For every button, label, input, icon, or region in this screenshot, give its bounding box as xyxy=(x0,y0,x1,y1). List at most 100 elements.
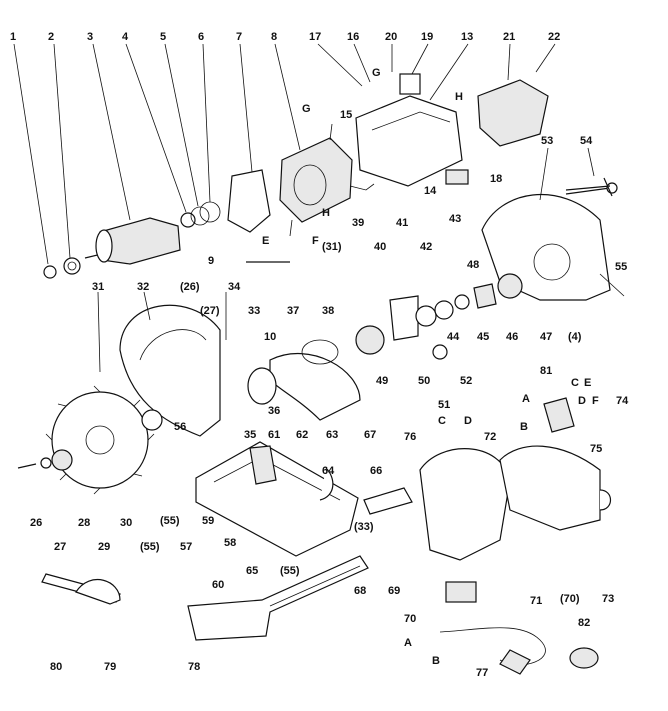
label-26b: (26) xyxy=(180,281,200,293)
handle-cover xyxy=(499,445,612,531)
label-49: 49 xyxy=(376,375,388,387)
saw-blade xyxy=(45,385,155,495)
label-29: 29 xyxy=(98,541,110,553)
label-H2: H xyxy=(322,207,330,219)
armature-assembly xyxy=(43,169,271,279)
label-18: 18 xyxy=(490,173,502,185)
label-26: 26 xyxy=(30,517,42,529)
label-E2: E xyxy=(584,377,591,389)
label-61: 61 xyxy=(268,429,280,441)
label-52: 52 xyxy=(460,375,472,387)
label-67: 67 xyxy=(364,429,376,441)
label-B1: B xyxy=(520,421,528,433)
lower-blade-guard xyxy=(119,304,221,437)
parallel-guide xyxy=(187,555,369,641)
label-79: 79 xyxy=(104,661,116,673)
label-55b: (55) xyxy=(160,515,180,527)
label-58: 58 xyxy=(224,537,236,549)
label-2: 2 xyxy=(48,31,54,43)
label-77: 77 xyxy=(476,667,488,679)
label-68: 68 xyxy=(354,585,366,597)
field-coil xyxy=(279,123,375,237)
label-46: 46 xyxy=(506,331,518,343)
label-F1: F xyxy=(312,235,319,247)
label-82: 82 xyxy=(578,617,590,629)
label-76: 76 xyxy=(404,431,416,443)
rear-cover xyxy=(477,79,549,147)
label-4: 4 xyxy=(122,31,129,43)
label-27: 27 xyxy=(54,541,66,553)
label-51: 51 xyxy=(438,399,450,411)
label-21: 21 xyxy=(503,31,515,43)
label-37: 37 xyxy=(287,305,299,317)
label-22: 22 xyxy=(548,31,560,43)
label-66: 66 xyxy=(370,465,382,477)
label-16: 16 xyxy=(347,31,359,43)
label-65: 65 xyxy=(246,565,258,577)
label-63: 63 xyxy=(326,429,338,441)
label-56: 56 xyxy=(174,421,186,433)
label-7: 7 xyxy=(236,31,242,43)
label-F2: F xyxy=(592,395,599,407)
base-plate xyxy=(195,441,359,557)
label-57: 57 xyxy=(180,541,192,553)
label-34: 34 xyxy=(228,281,241,293)
power-cable xyxy=(439,627,546,675)
label-69: 69 xyxy=(388,585,400,597)
label-36: 36 xyxy=(268,405,280,417)
wrenches xyxy=(41,573,121,605)
label-40: 40 xyxy=(374,241,386,253)
label-71: 71 xyxy=(530,595,542,607)
label-20: 20 xyxy=(385,31,397,43)
label-33b: (33) xyxy=(354,521,374,533)
label-A1: A xyxy=(522,393,530,405)
label-50: 50 xyxy=(418,375,430,387)
label-44: 44 xyxy=(447,331,460,343)
label-13: 13 xyxy=(461,31,473,43)
blade-fasteners xyxy=(17,409,163,471)
label-38: 38 xyxy=(322,305,334,317)
label-8: 8 xyxy=(271,31,277,43)
label-H1: H xyxy=(455,91,463,103)
label-81: 81 xyxy=(540,365,552,377)
gear-assembly xyxy=(355,273,523,360)
label-32: 32 xyxy=(137,281,149,293)
label-53: 53 xyxy=(541,135,553,147)
label-55: 55 xyxy=(615,261,627,273)
handle-housing xyxy=(363,448,511,603)
upper-blade-guard xyxy=(481,182,618,301)
label-E1: E xyxy=(262,235,269,247)
label-55c: (55) xyxy=(140,541,160,553)
label-35: 35 xyxy=(244,429,256,441)
label-10: 10 xyxy=(264,331,276,343)
label-73: 73 xyxy=(602,593,614,605)
label-19: 19 xyxy=(421,31,433,43)
label-78: 78 xyxy=(188,661,200,673)
label-31b: (31) xyxy=(322,241,342,253)
riving-knife xyxy=(247,339,361,421)
label-6: 6 xyxy=(198,31,204,43)
label-C2: C xyxy=(438,415,446,427)
label-80: 80 xyxy=(50,661,62,673)
callout-labels: 1 2 3 4 5 6 7 8 17 16 20 19 13 21 22 G 1… xyxy=(10,31,629,679)
label-G1: G xyxy=(372,67,381,79)
label-30: 30 xyxy=(120,517,132,529)
label-27b: (27) xyxy=(200,305,220,317)
label-5: 5 xyxy=(160,31,166,43)
label-9: 9 xyxy=(208,255,214,267)
label-64: 64 xyxy=(322,465,335,477)
label-48: 48 xyxy=(467,259,479,271)
label-17: 17 xyxy=(309,31,321,43)
label-59: 59 xyxy=(202,515,214,527)
label-G2: G xyxy=(302,103,311,115)
label-55d: (55) xyxy=(280,565,300,577)
label-45: 45 xyxy=(477,331,489,343)
label-1: 1 xyxy=(10,31,16,43)
label-15: 15 xyxy=(340,109,352,121)
label-4b: (4) xyxy=(568,331,582,343)
label-39: 39 xyxy=(352,217,364,229)
label-70: 70 xyxy=(404,613,416,625)
label-33: 33 xyxy=(248,305,260,317)
leader-lines xyxy=(13,43,625,373)
label-41: 41 xyxy=(396,217,408,229)
